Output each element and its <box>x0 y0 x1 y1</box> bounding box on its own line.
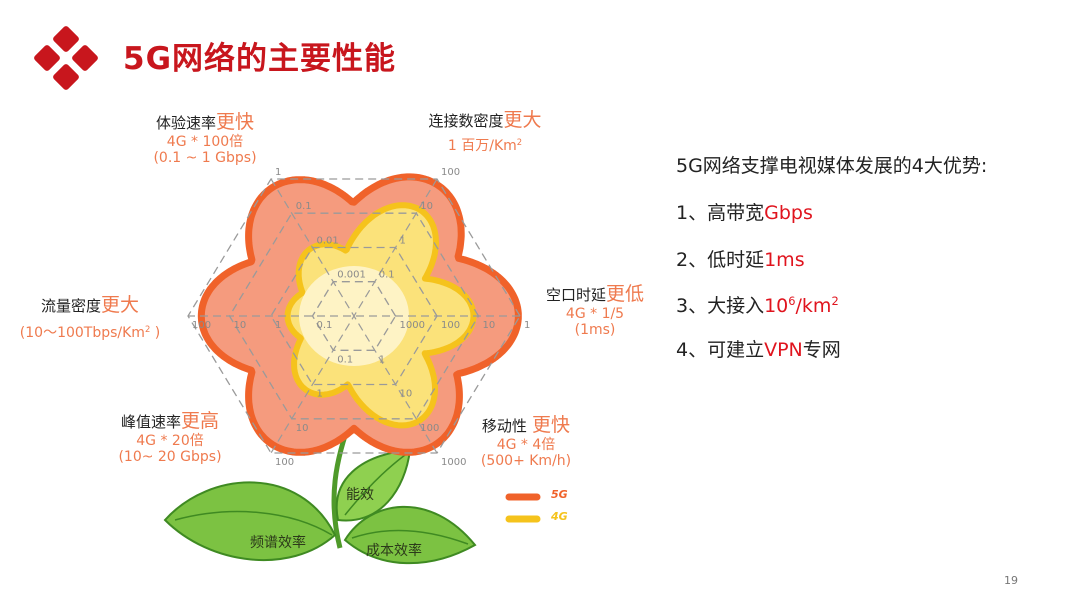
axis-tick-top-left: 0.01 <box>317 235 339 246</box>
axis-tick-bottom-left: 10 <box>296 423 309 434</box>
leaves-graphic <box>163 415 477 565</box>
metric-experience-rate: 体验速率更快 4G * 100倍(0.1 ~ 1 Gbps) <box>153 111 257 166</box>
metric-air-latency: 空口时延更低 4G * 1/5(1ms) <box>545 283 645 338</box>
red-diamond-logo-icon <box>34 26 98 90</box>
leaf-right <box>343 505 477 565</box>
axis-tick-top-right: 0.1 <box>379 270 395 281</box>
axis-tick-top-right: 100 <box>441 167 460 178</box>
leaf-label-spectrum-efficiency: 频谱效率 <box>250 535 306 551</box>
axis-tick-top-left: 1 <box>275 167 281 178</box>
axis-tick-top-right: 10 <box>420 201 433 212</box>
leaf-left <box>163 481 337 561</box>
axis-tick-top-left: 0.1 <box>296 201 312 212</box>
axis-tick-left: 10 <box>234 320 247 331</box>
legend-5g: 5G <box>551 488 568 501</box>
axis-tick-top-right: 1 <box>400 235 406 246</box>
advantage-item-4: 4、可建立VPN专网 <box>676 339 841 361</box>
metric-peak-rate: 峰值速率更高 4G * 20倍(10~ 20 Gbps) <box>118 410 222 465</box>
axis-tick-left: 0.1 <box>317 320 333 331</box>
axis-tick-top-left: 0.001 <box>337 270 366 281</box>
leaf-label-cost-efficiency: 成本效率 <box>366 543 422 559</box>
axis-tick-bottom-right: 1 <box>379 354 385 365</box>
page-number: 19 <box>1004 574 1018 587</box>
advantage-item-3: 3、大接入106/km2 <box>676 294 839 317</box>
axis-tick-bottom-right: 100 <box>420 423 439 434</box>
axis-tick-bottom-right: 10 <box>400 389 413 400</box>
legend-4g: 4G <box>551 510 568 523</box>
advantage-item-1: 1、高带宽Gbps <box>676 202 813 224</box>
axis-tick-right: 100 <box>441 320 460 331</box>
axis-tick-right: 10 <box>483 320 496 331</box>
axis-tick-right: 1000 <box>400 320 425 331</box>
axis-tick-right: 1 <box>524 320 530 331</box>
advantage-item-2: 2、低时延1ms <box>676 249 805 271</box>
axis-tick-bottom-right: 1000 <box>441 457 466 468</box>
metric-connection-density: 连接数密度更大 1 百万/Km2 <box>428 109 542 154</box>
metric-traffic-density: 流量密度更大 (10～100Tbps/Km2 ) <box>19 294 161 341</box>
axis-tick-left: 100 <box>192 320 211 331</box>
metric-mobility: 移动性 更快 4G * 4倍(500+ Km/h) <box>480 414 572 469</box>
leaf-label-energy-efficiency: 能效 <box>346 487 374 503</box>
axis-tick-bottom-left: 0.1 <box>337 354 353 365</box>
advantages-heading: 5G网络支撑电视媒体发展的4大优势: <box>676 155 988 177</box>
axis-line <box>270 178 438 454</box>
axis-tick-bottom-left: 100 <box>275 457 294 468</box>
axis-tick-left: 1 <box>275 320 281 331</box>
axis-tick-bottom-left: 1 <box>317 389 323 400</box>
page-title: 5G网络的主要性能 <box>123 41 397 77</box>
